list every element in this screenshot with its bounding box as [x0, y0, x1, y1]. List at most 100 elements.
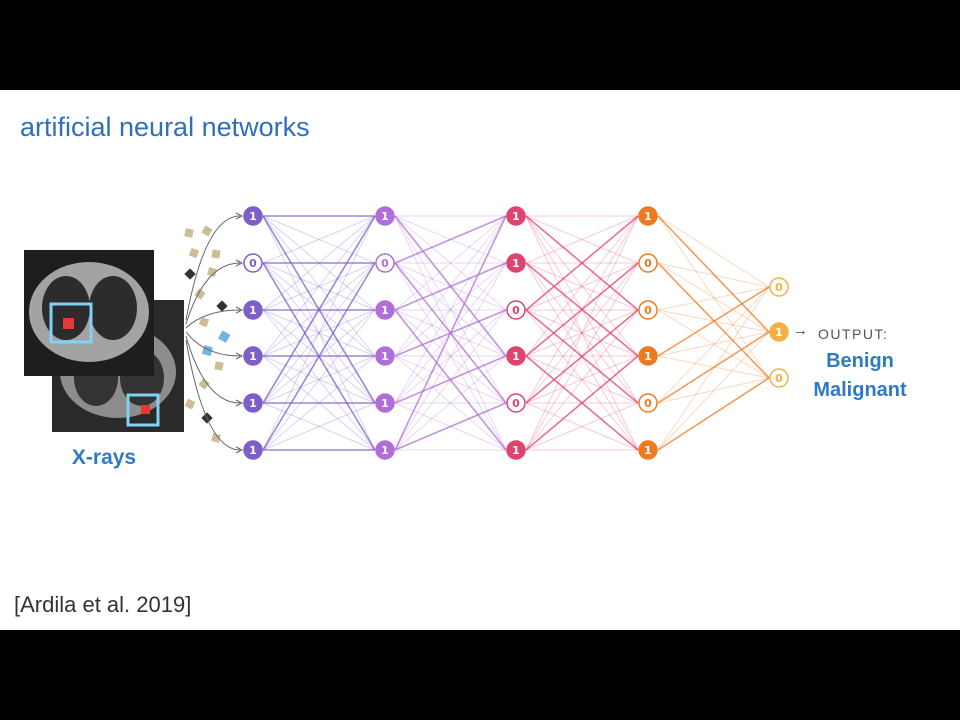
neuron-value: 1	[644, 350, 652, 363]
connection-line	[657, 286, 770, 357]
neuron-circle	[506, 346, 526, 366]
neuron-value: 1	[381, 397, 389, 410]
connection-line	[262, 355, 376, 451]
connection-line	[394, 262, 507, 357]
neuron-value: 0	[249, 257, 257, 270]
neuron-circle	[506, 440, 526, 460]
neuron-circle	[375, 346, 395, 366]
neuron-circle	[506, 253, 526, 273]
connection-line	[262, 402, 376, 451]
connection-line	[657, 286, 770, 451]
connection-line	[525, 262, 639, 357]
connection-line	[394, 215, 507, 311]
input-feature-squares	[184, 225, 231, 443]
input-arrowhead	[235, 446, 244, 454]
connection-line	[394, 262, 507, 311]
neuron-node: 1	[243, 300, 263, 320]
neuron-circle	[638, 346, 658, 366]
connection-line	[262, 215, 376, 311]
neuron-node: 0	[638, 393, 658, 413]
neuron-value: 1	[381, 210, 389, 223]
connection-line	[525, 309, 639, 404]
neuron-node: 1	[638, 346, 658, 366]
connection-line	[657, 331, 770, 404]
neuron-value: 1	[249, 444, 257, 457]
connection-line	[394, 402, 507, 451]
neuron-value: 1	[381, 350, 389, 363]
connection-line	[394, 309, 507, 451]
class-label-malignant: Malignant	[813, 379, 907, 401]
connection-line	[657, 331, 770, 357]
neuron-value: 1	[512, 350, 520, 363]
connection-line	[525, 355, 639, 404]
citation: [Ardila et al. 2019]	[14, 592, 192, 617]
neuron-value: 1	[512, 210, 520, 223]
connection-line	[394, 262, 507, 357]
neuron-node: 1	[243, 393, 263, 413]
neuron-value: 1	[249, 210, 257, 223]
neuron-node: 1	[506, 253, 526, 273]
neuron-node: 1	[506, 346, 526, 366]
neuron-node: 0	[375, 253, 395, 273]
connection-line	[262, 309, 376, 451]
connection-line	[525, 215, 639, 264]
neuron-node: 0	[638, 300, 658, 320]
neuron-circle	[243, 206, 263, 226]
network-connections	[262, 215, 770, 451]
neuron-circle	[638, 300, 658, 320]
connection-line	[262, 215, 376, 404]
neuron-node: 1	[506, 206, 526, 226]
neuron-circle	[638, 253, 658, 273]
neuron-circle	[243, 346, 263, 366]
neuron-node: 1	[506, 440, 526, 460]
connection-line	[657, 377, 770, 451]
neuron-node: 0	[243, 253, 263, 273]
input-arrowhead	[235, 399, 244, 407]
input-arrowhead	[235, 306, 244, 314]
neuron-circle	[769, 322, 789, 342]
neuron-value: 1	[381, 304, 389, 317]
connection-line	[262, 355, 376, 404]
class-label-benign: Benign	[826, 350, 894, 372]
neuron-node: 1	[375, 346, 395, 366]
connection-line	[262, 402, 376, 451]
connection-line	[394, 355, 507, 451]
connection-line	[394, 215, 507, 311]
neuron-node: 0	[769, 277, 789, 297]
connection-line	[394, 215, 507, 404]
connection-line	[525, 215, 639, 357]
connection-line	[525, 262, 639, 311]
input-arrow	[185, 309, 241, 329]
neuron-circle	[769, 368, 789, 388]
connection-line	[657, 262, 770, 288]
input-arrow	[185, 215, 241, 321]
neuron-node: 1	[638, 440, 658, 460]
neuron-node: 1	[243, 206, 263, 226]
connection-line	[525, 309, 639, 357]
connection-line	[657, 215, 770, 379]
input-arrow	[185, 335, 241, 404]
xray-image-front	[24, 250, 154, 376]
connection-line	[262, 215, 376, 451]
neuron-value: 0	[512, 397, 520, 410]
input-arrowhead	[235, 212, 244, 220]
connection-line	[262, 262, 376, 404]
connection-line	[657, 331, 770, 451]
connection-line	[394, 355, 507, 451]
neuron-value: 1	[249, 350, 257, 363]
connection-line	[657, 215, 770, 288]
neuron-value: 0	[644, 257, 652, 270]
neuron-node: 0	[506, 300, 526, 320]
neuron-value: 1	[381, 444, 389, 457]
neuron-circle	[638, 440, 658, 460]
output-label: OUTPUT:	[818, 326, 889, 342]
neuron-circle	[769, 277, 789, 297]
connection-line	[262, 215, 376, 357]
connection-line	[394, 309, 507, 404]
input-arrows	[185, 212, 244, 454]
neuron-circle	[243, 253, 263, 273]
neuron-circle	[638, 393, 658, 413]
connection-line	[657, 377, 770, 404]
neuron-circle	[375, 393, 395, 413]
